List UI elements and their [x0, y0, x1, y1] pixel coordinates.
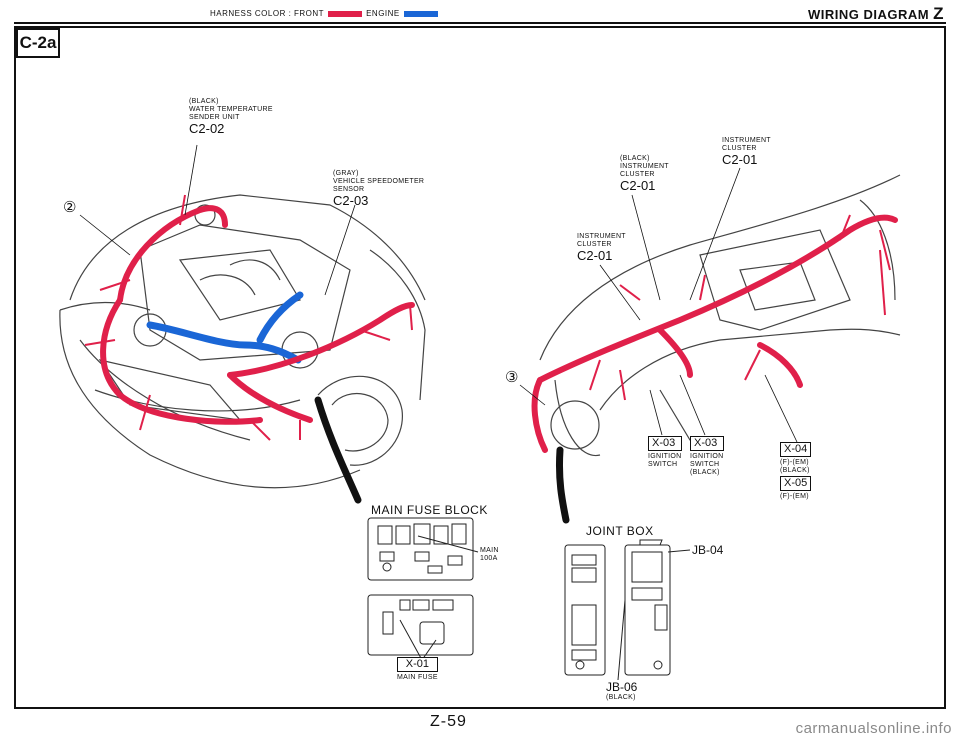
ic-top-line2: CLUSTER — [722, 145, 757, 152]
x03a-line2: SWITCH — [648, 461, 678, 468]
legend-engine-label: ENGINE — [366, 9, 400, 18]
main-fuse-rating-line2: 100A — [480, 555, 498, 562]
x03b-line2: SWITCH — [690, 461, 720, 468]
ic-left-code: C2-01 — [577, 248, 613, 263]
title-text: WIRING DIAGRAM — [808, 7, 930, 22]
water-temp-name-2: SENDER UNIT — [189, 114, 240, 121]
engine-harness-swatch — [403, 10, 438, 17]
x05-line1: (F)-(EM) — [780, 493, 809, 500]
page-number: Z-59 — [430, 713, 467, 730]
ignition-switch-x03a: X-03 IGNITION SWITCH — [648, 436, 682, 469]
ic-left-line1: INSTRUMENT — [577, 233, 626, 240]
joint-box-title: JOINT BOX — [586, 524, 654, 538]
section-tag: C-2a — [16, 28, 60, 58]
connector-x04: X-04 (F)-(EM) (BLACK) — [780, 442, 812, 475]
instrument-cluster-left-label: INSTRUMENT CLUSTER C2-01 — [577, 233, 626, 263]
x01-code: X-01 — [397, 657, 438, 672]
speedo-code: C2-03 — [333, 193, 369, 208]
water-temp-sender-label: (BLACK) WATER TEMPERATURE SENDER UNIT C2… — [189, 98, 273, 136]
x03b-code: X-03 — [690, 436, 724, 451]
main-fuse-rating-line1: MAIN — [480, 547, 499, 554]
harness-color-legend: HARNESS COLOR : FRONT ENGINE — [210, 9, 438, 18]
jb04-label: JB-04 — [692, 543, 724, 557]
engine-leader-lines — [79, 144, 356, 296]
x03a-code: X-03 — [648, 436, 682, 451]
x03a-line1: IGNITION — [648, 453, 682, 460]
joint-box-drawing — [564, 539, 691, 681]
fuse-block-drawing — [367, 517, 479, 661]
header-rule — [14, 22, 946, 24]
ic-black-line3: CLUSTER — [620, 171, 655, 178]
front-harness-engine — [100, 205, 415, 425]
ic-black-line1: (BLACK) — [620, 155, 650, 162]
front-harness-swatch — [328, 10, 363, 17]
car-outline — [59, 194, 426, 489]
instrument-cluster-black-label: (BLACK) INSTRUMENT CLUSTER C2-01 — [620, 155, 669, 193]
main-fuse-block-title: MAIN FUSE BLOCK — [371, 503, 488, 517]
instrument-cluster-top-label: INSTRUMENT CLUSTER C2-01 — [722, 137, 771, 167]
x04-line2: (BLACK) — [780, 467, 810, 474]
dash-leader-lines — [519, 167, 798, 443]
main-fuse-connector: X-01 MAIN FUSE — [397, 657, 438, 682]
connector-x05: X-05 (F)-(EM) — [780, 476, 812, 501]
x01-sub: MAIN FUSE — [397, 674, 438, 681]
callout-2: ② — [63, 199, 77, 216]
dash-harness-branches — [589, 214, 891, 401]
water-temp-code: C2-02 — [189, 121, 225, 136]
speedometer-sensor-label: (GRAY) VEHICLE SPEEDOMETER SENSOR C2-03 — [333, 170, 424, 208]
speedo-name-1: VEHICLE SPEEDOMETER — [333, 178, 425, 185]
speedo-name-2: SENSOR — [333, 186, 365, 193]
x03b-line1: IGNITION — [690, 453, 724, 460]
speedo-color: (GRAY) — [333, 170, 359, 177]
ic-top-line1: INSTRUMENT — [722, 137, 771, 144]
x03b-line3: (BLACK) — [690, 469, 720, 476]
engine-to-fuse-sleeve — [314, 396, 362, 504]
title-letter: Z — [933, 4, 944, 23]
ignition-switch-x03b: X-03 IGNITION SWITCH (BLACK) — [690, 436, 724, 477]
ic-black-code: C2-01 — [620, 178, 656, 193]
main-fuse-rating: MAIN 100A — [480, 547, 499, 563]
front-harness-branches — [84, 194, 413, 441]
jb06-label: JB-06 (BLACK) — [606, 680, 637, 702]
water-temp-name-1: WATER TEMPERATURE — [189, 106, 273, 113]
ic-top-code: C2-01 — [722, 152, 758, 167]
water-temp-color: (BLACK) — [189, 98, 219, 105]
legend-label: HARNESS COLOR : FRONT — [210, 9, 325, 18]
watermark: carmanualsonline.info — [795, 720, 952, 737]
callout-3: ③ — [505, 369, 519, 386]
x05-code: X-05 — [780, 476, 812, 491]
engine-harness — [146, 291, 304, 364]
ic-black-line2: INSTRUMENT — [620, 163, 669, 170]
ic-left-line2: CLUSTER — [577, 241, 612, 248]
front-harness-dash — [531, 214, 898, 453]
dash-to-jointbox-sleeve — [555, 446, 570, 524]
jb06-code: JB-06 — [606, 680, 638, 694]
dashboard-outline — [539, 174, 901, 457]
diagram-frame — [14, 26, 946, 709]
x04-line1: (F)-(EM) — [780, 459, 809, 466]
jb06-sub: (BLACK) — [606, 694, 636, 701]
x04-code: X-04 — [780, 442, 812, 457]
